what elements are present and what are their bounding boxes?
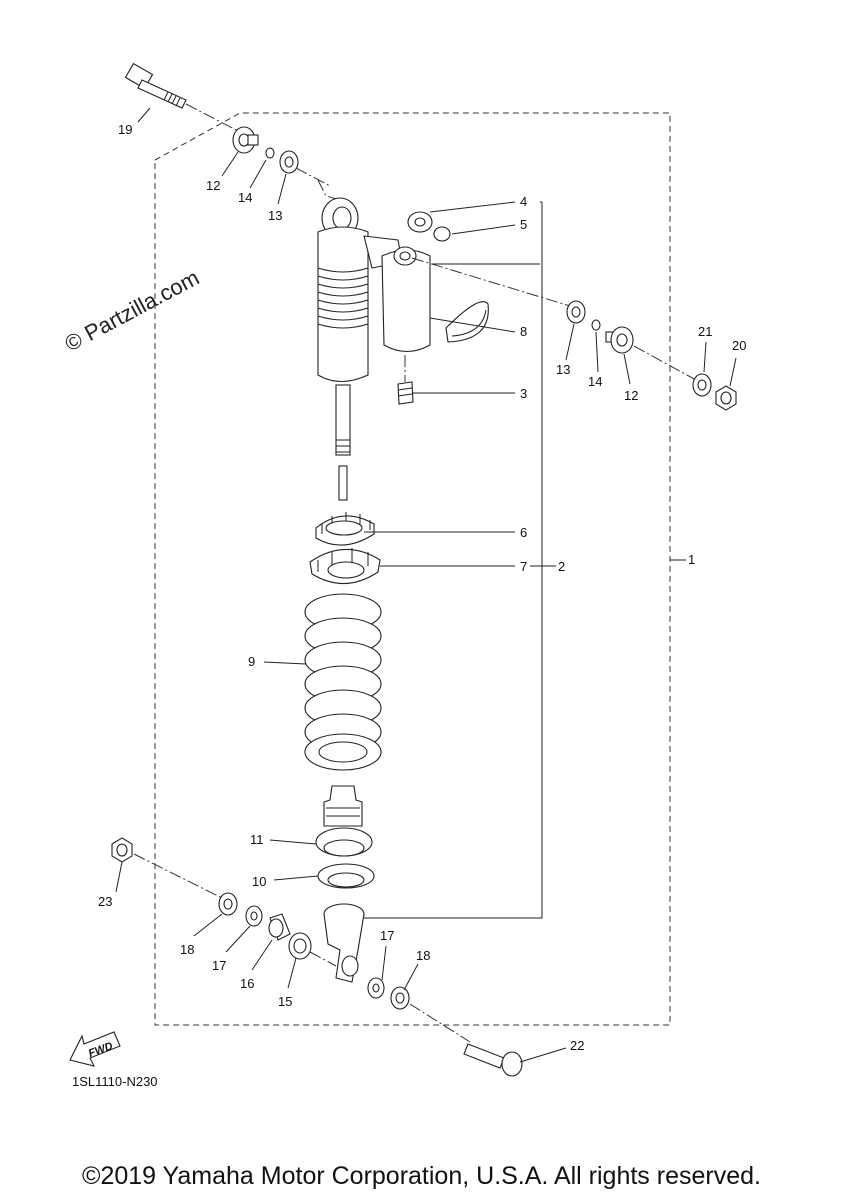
callout-15: 15 [278, 994, 292, 1009]
callout-19: 19 [118, 122, 132, 137]
washer-13-top [279, 150, 299, 174]
callout-5: 5 [520, 217, 527, 232]
bushing-4 [407, 211, 433, 233]
fwd-arrow-icon: FWD [69, 1031, 121, 1067]
callout-14: 14 [238, 190, 252, 205]
bolt-22 [463, 1043, 523, 1077]
callout-23: 23 [98, 894, 112, 909]
callout-10: 10 [252, 874, 266, 889]
bearing-15 [288, 932, 312, 960]
callout-18: 18 [416, 948, 430, 963]
o-ring-14-top [265, 147, 275, 159]
callout-1: 1 [688, 552, 695, 567]
callout-8: 8 [520, 324, 527, 339]
seal-17-right [367, 977, 385, 999]
callout-13: 13 [268, 208, 282, 223]
lower-clevis [323, 903, 365, 983]
callout-18: 18 [180, 942, 194, 957]
collar-12-right [605, 326, 634, 354]
callout-17: 17 [380, 928, 394, 943]
nut-23 [111, 837, 133, 863]
copyright-notice: ©2019 Yamaha Motor Corporation, U.S.A. A… [82, 1162, 761, 1190]
callout-9: 9 [248, 654, 255, 669]
callout-16: 16 [240, 976, 254, 991]
callout-14: 14 [588, 374, 602, 389]
callout-21: 21 [698, 324, 712, 339]
spring-9 [304, 593, 382, 771]
bolt-19 [124, 62, 187, 109]
callout-22: 22 [570, 1038, 584, 1053]
collar-12-top [232, 126, 259, 154]
ring-nut-6 [315, 512, 375, 546]
bump-stop [323, 785, 363, 827]
washer-13-right [566, 300, 586, 324]
callout-3: 3 [520, 386, 527, 401]
watermark: © Partzilla.com [61, 265, 204, 357]
seal-17-left [245, 905, 263, 927]
shock-body [317, 197, 431, 501]
nut-20 [715, 385, 737, 411]
spring-guide-10 [317, 863, 375, 889]
callout-6: 6 [520, 525, 527, 540]
callout-12: 12 [624, 388, 638, 403]
ring-nut-7 [309, 548, 381, 585]
leader-lines [115, 107, 737, 1063]
clamp-band-8 [445, 301, 489, 343]
callout-7: 7 [520, 559, 527, 574]
washer-18-left [218, 892, 238, 916]
washer-21 [692, 373, 712, 397]
callout-2: 2 [558, 559, 565, 574]
callout-11: 11 [250, 832, 264, 847]
washer-18-right [390, 986, 410, 1010]
callout-17: 17 [212, 958, 226, 973]
drawing-code: 1SL1110-N230 [72, 1074, 158, 1089]
callout-20: 20 [732, 338, 746, 353]
collar-16 [268, 913, 291, 941]
callout-13: 13 [556, 362, 570, 377]
callout-12: 12 [206, 178, 220, 193]
callout-4: 4 [520, 194, 527, 209]
o-ring-5 [433, 226, 451, 242]
o-ring-14-right [591, 319, 601, 331]
assembly-boundary [154, 112, 671, 1026]
spring-seat-11 [315, 827, 373, 857]
